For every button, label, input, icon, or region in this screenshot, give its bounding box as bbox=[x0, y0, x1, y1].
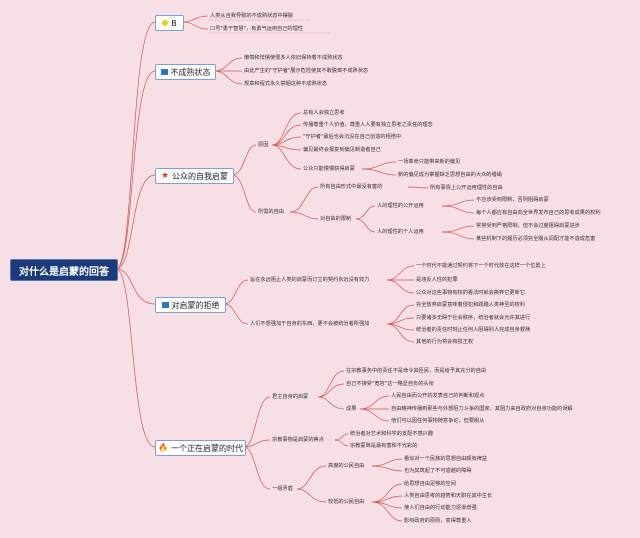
flag-icon bbox=[160, 69, 168, 75]
b5-s3-a-item: 看似对一个民族的思想自由颇有裨益 bbox=[404, 456, 488, 462]
b5-s2-item: 宗教蒙昧是最有害和不光彩的 bbox=[350, 443, 418, 449]
b3-freedom-item: 对自由的限制 bbox=[320, 216, 352, 222]
b3-reason-sub: 一场革命只能带来新的偏见 bbox=[398, 159, 461, 165]
b5-s1-item: 在宗教事务中的责任不是命令其臣民，而是给予其充分的自由 bbox=[346, 368, 487, 374]
b4-item2-sub: 只要诸多无碍于社会秩序，统治者就会允许其进行 bbox=[416, 315, 531, 321]
branch-immaturity[interactable]: 不成熟状态 bbox=[155, 64, 216, 80]
flag-icon bbox=[161, 302, 169, 308]
b3-freedom-right: 所有事情上公开运用理性的自由 bbox=[430, 185, 503, 191]
b5-s3: 一组矛盾 bbox=[272, 486, 293, 492]
b3-public-reason-item: 不应该受到限制，否则阻碍启蒙 bbox=[476, 197, 549, 203]
b4-item1-sub: 是违反人性的犯罪 bbox=[416, 277, 458, 283]
b3-reason: 原因 bbox=[258, 142, 269, 148]
star-icon: ★ bbox=[160, 170, 170, 181]
b4-item2-sub: 其他的行为将会有损王权 bbox=[416, 339, 474, 345]
b3-reason-item: 传播尊重个人价值、尊重人人要有独立思考之责任的理念 bbox=[303, 122, 433, 128]
b3-private-reason-item: 常常受到严格限制，但不会过度阻碍启蒙进步 bbox=[476, 223, 580, 229]
b5-s2-item: 统治者对艺术和科学的支配不感兴趣 bbox=[350, 431, 434, 437]
b5-s1-result: 成果 bbox=[346, 406, 357, 412]
fire-icon: 🔥 bbox=[158, 443, 168, 452]
b3-private-reason: 人的理性的个人运用 bbox=[377, 229, 424, 235]
b2-item: 懒惰和怯懦使很多人依旧保持着不成熟状态 bbox=[244, 55, 343, 61]
b4-item2-sub: 完全放弃启蒙意味着侵犯和践踏人类神圣的权利 bbox=[416, 302, 525, 308]
branch-immaturity-label: 不成熟状态 bbox=[170, 67, 211, 77]
b2-item: 规章和程式永久禁锢这种不成熟状态 bbox=[244, 81, 328, 87]
branch-enlightening-age[interactable]: 🔥 一个正在启蒙的时代 bbox=[155, 440, 246, 456]
b5-s1-result-item: 人民自由而公开的发表自己的判断和观点 bbox=[391, 393, 485, 399]
b4-item1-sub: 一个时代不能通过契约将下一个时代放在这样一个位置上 bbox=[416, 263, 546, 269]
b5-s2: 宗教事物是启蒙的焦点 bbox=[272, 437, 324, 443]
branch-enlightening-age-label: 一个正在启蒙的时代 bbox=[170, 443, 243, 453]
b3-reason-item: "守护者"最后也会沉没在自己创造的桎梏中 bbox=[303, 134, 402, 140]
b4-item: 旨在永远阻止人类的启蒙而订立的契约永远没有效力 bbox=[250, 277, 370, 283]
b4-item2-sub: 统治者的责任时刻止任何人阻碍别人完成自身救赎 bbox=[416, 327, 531, 333]
b3-reason-item: 偏见最终会报复到偏见制造者自己 bbox=[303, 147, 381, 153]
b5-s3-b-item: 给思想自由足够的空间 bbox=[404, 481, 456, 487]
branch-b-label: B bbox=[171, 18, 177, 28]
b2-item: 由此产生的"守护者"展示危险使其不敢脱离不成熟状态 bbox=[244, 68, 369, 74]
b3-freedom-item: 所有自由形式中最没有害的 bbox=[320, 184, 383, 190]
branch-public-enlightenment-label: 公众的自我启蒙 bbox=[172, 171, 229, 181]
b5-s1: 君主自身的启蒙 bbox=[272, 394, 309, 400]
branch-public-enlightenment[interactable]: ★ 公众的自我启蒙 bbox=[155, 168, 234, 184]
b3-public-reason-item: 每个人都应有自由向全世界发布自己的思考成果的权利 bbox=[476, 210, 601, 216]
b5-s3-a: 高度的公民自由 bbox=[328, 463, 365, 469]
b5-s3-b-item: 影响政府的原则，变得尊重人 bbox=[404, 518, 472, 524]
b3-public-reason: 人的理性的公开运用 bbox=[377, 203, 424, 209]
b3-reason-item: 公众只能慢慢获得启蒙 bbox=[303, 166, 355, 172]
b5-s3-a-item: 也为其筑起了不可逾越的障碍 bbox=[404, 468, 472, 474]
lightbulb-icon bbox=[162, 20, 169, 26]
b3-reason-item: 总有人会独立思考 bbox=[303, 110, 345, 116]
b5-s1-result-item: 自由精神传播到那些与外部阻力斗争的国家，其阻力来自政府对自身功能的误解 bbox=[391, 406, 573, 412]
root-topic[interactable]: 对什么是启蒙的回答 bbox=[10, 259, 118, 281]
b1-item: 口号"勇于智慧"，有勇气运用自己的理性 bbox=[210, 26, 303, 32]
b4-item1-sub: 公众对这些事物有权的看法时就会撕弃它更新它 bbox=[416, 290, 525, 296]
branch-b[interactable]: B bbox=[155, 15, 184, 31]
b3-reason-sub: 新的偏见成为掌握缺乏思想自由的大众的缰绳 bbox=[398, 172, 502, 178]
b5-s1-item: 自己不接受"宽容"这一略显自负的头衔 bbox=[346, 381, 434, 387]
branch-rejection[interactable]: 对启蒙的拒绝 bbox=[155, 297, 226, 313]
b3-freedom: 所需的自由 bbox=[258, 209, 284, 215]
branch-rejection-label: 对启蒙的拒绝 bbox=[171, 300, 220, 310]
b5-s1-result-item: 他们可以因任何事物随意争论，但要服从 bbox=[391, 418, 485, 424]
b4-item: 人们不想强加于自身的东西，更不会被统治者所强加 bbox=[250, 321, 370, 327]
b3-private-reason-item: 某些机制下的履历必须完全服从调配才能不造成危害 bbox=[476, 236, 596, 242]
b1-item: 人类从自我导致的不成熟状态中摆脱 bbox=[210, 13, 294, 19]
b5-s3-b-item: 人类自由思考的趋势和天职在其中生长 bbox=[404, 493, 493, 499]
b5-s3-b-item: 使人们自由的行动能力逐渐增强 bbox=[404, 505, 477, 511]
b5-s3-b: 较低的公民自由 bbox=[328, 499, 365, 505]
